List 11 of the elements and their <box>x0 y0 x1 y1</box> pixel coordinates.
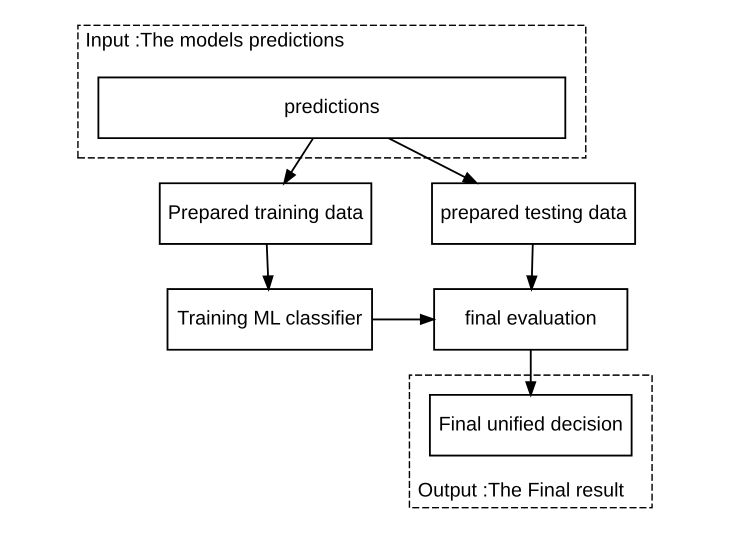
arrow <box>262 244 274 292</box>
node-box: Prepared training data <box>158 182 372 245</box>
arrow <box>524 350 536 398</box>
node-box: Training ML classifier <box>166 288 372 351</box>
node-box: final evaluation <box>432 288 628 351</box>
node-box: predictions <box>96 76 566 140</box>
arrow <box>282 138 314 186</box>
node-box: prepared testing data <box>430 182 636 245</box>
arrow <box>372 314 436 326</box>
arrow <box>526 244 538 292</box>
node-box: Final unified decision <box>428 394 632 456</box>
